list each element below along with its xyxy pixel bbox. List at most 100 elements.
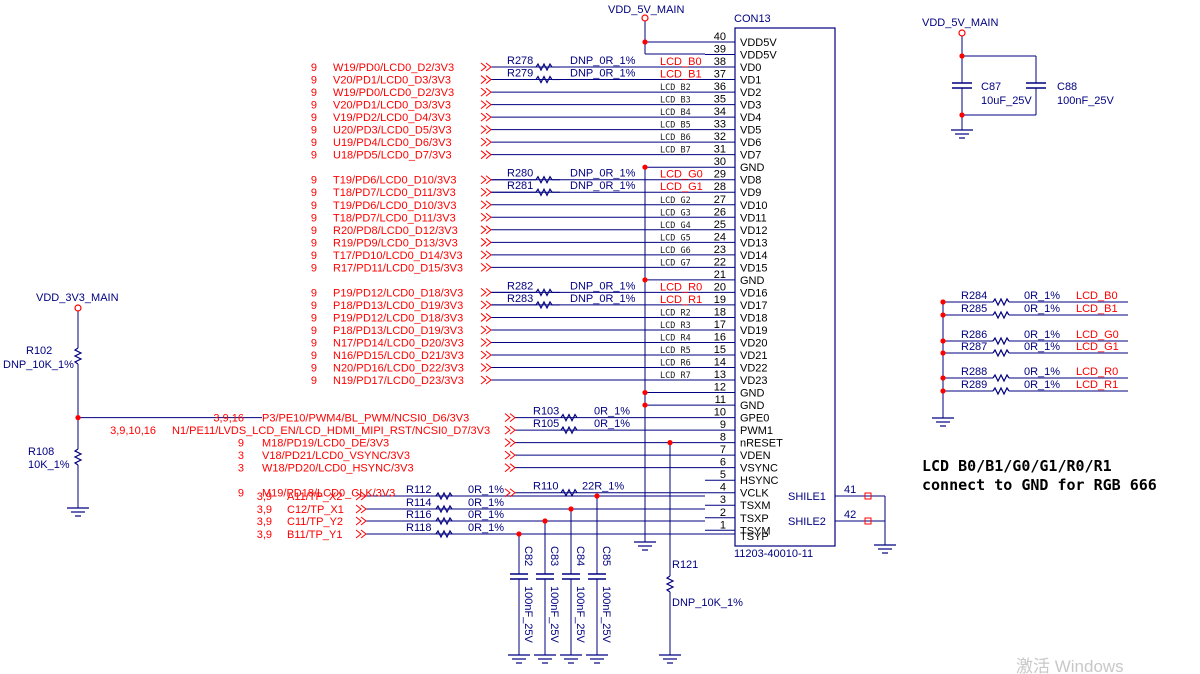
resistor-ref: R287 <box>961 341 987 353</box>
resistor-val: 0R_1% <box>594 418 630 430</box>
pin-name: VD13 <box>740 237 768 249</box>
net-sheet-ref: 9 <box>311 150 317 162</box>
net-label: P18/PD13/LCD0_D19/3V3 <box>333 325 463 337</box>
pin-name: VD4 <box>740 112 761 124</box>
off-sheet-connector <box>480 338 487 347</box>
vdd5v-power-symbol-connector <box>641 14 649 22</box>
net-wire-name: LCD_R7 <box>660 371 691 381</box>
labels-layer: CON13 11203-40010-11 VDD_5V_MAIN TSYP SH… <box>3 4 1157 674</box>
off-sheet-connector <box>485 62 492 72</box>
net-label: P19/PD12/LCD0_D18/3V3 <box>333 287 463 299</box>
off-sheet-connector <box>360 491 367 501</box>
junction-dot <box>959 53 965 59</box>
off-sheet-connector <box>485 313 492 322</box>
touch-sheet-ref: 3,9 <box>257 504 272 516</box>
pin-number: 16 <box>714 331 726 343</box>
off-sheet-connector <box>480 137 487 147</box>
off-sheet-connector <box>485 338 492 347</box>
cap-val: 100nF_25V <box>600 586 612 644</box>
off-sheet-connector <box>509 425 516 435</box>
resistor-val: 0R_1% <box>1024 379 1060 391</box>
resistor-symbol <box>560 413 578 422</box>
net-wire-name: LCD_G6 <box>660 246 691 256</box>
resistor-symbol <box>992 386 1010 396</box>
pin-number: 25 <box>714 219 726 231</box>
net-label: T17/PD10/LCD0_D14/3V3 <box>333 250 463 262</box>
resistor-ref: R114 <box>406 497 431 509</box>
cap-val: 100nF_25V <box>548 586 560 644</box>
pin-number: 9 <box>720 419 726 431</box>
pin-name: TSXP <box>740 513 769 525</box>
off-sheet-connector <box>485 112 492 122</box>
off-sheet-connector <box>485 300 492 310</box>
resistor-ref: R279 <box>507 68 533 80</box>
off-sheet-connector <box>480 288 487 297</box>
resistor-val: DNP_0R_1% <box>570 168 636 180</box>
ctrl-net-label: P3/PE10/PWM4/BL_PWM/NCSI0_D6/3V3 <box>262 413 469 425</box>
pin-name: VD23 <box>740 375 768 387</box>
pin-number: 5 <box>720 469 726 481</box>
off-sheet-connector <box>485 137 492 147</box>
off-sheet-connector <box>480 87 487 97</box>
net-sheet-ref: 9 <box>311 225 317 237</box>
net-label: R17/PD11/LCD0_D15/3V3 <box>333 262 463 274</box>
net-label: T19/PD6/LCD0_D10/3V3 <box>333 200 457 212</box>
resistor-val: 0R_1% <box>468 509 504 521</box>
resistor-ref: R103 <box>533 406 559 418</box>
pin-name: TSXM <box>740 500 771 512</box>
vdd5v-power-symbol-decoupling <box>958 29 966 37</box>
resistor-ref: R282 <box>507 280 533 292</box>
resistor-symbol <box>435 516 453 526</box>
net-label: W19/PD0/LCD0_D2/3V3 <box>333 62 454 74</box>
junction-dot <box>594 493 600 499</box>
pin-name: VD10 <box>740 200 768 212</box>
resistor-val: 22R_1% <box>582 481 624 493</box>
cap-val: 100nF_25V <box>522 586 534 644</box>
resistor-symbol <box>73 347 83 365</box>
resistor-val: DNP_0R_1% <box>570 280 636 292</box>
resistor-symbol <box>992 348 1010 358</box>
pin-name: VD7 <box>740 150 761 162</box>
net-sheet-ref: 9 <box>311 350 317 362</box>
resistor-ref: R289 <box>961 379 987 391</box>
pin-number: 30 <box>714 156 726 168</box>
pin-number: 35 <box>714 94 726 106</box>
c87-ref: C87 <box>981 81 1001 93</box>
off-sheet-connector <box>360 516 367 526</box>
off-sheet-connector <box>485 363 492 372</box>
touch-net-label: C12/TP_X1 <box>287 504 344 516</box>
pin-number: 22 <box>714 256 726 268</box>
off-sheet-connector <box>485 375 492 385</box>
pin-name: VD8 <box>740 175 761 187</box>
off-sheet-connector <box>485 262 492 272</box>
pin-number: 34 <box>714 106 726 118</box>
decoupling-net: VDD_5V_MAIN <box>922 17 998 29</box>
off-sheet-connector <box>480 313 487 322</box>
off-sheet-connector <box>485 225 492 235</box>
connector-ref: CON13 <box>734 13 771 25</box>
resistor-symbol <box>535 62 553 72</box>
resistor-ref: R105 <box>533 418 559 430</box>
c87-val: 10uF_25V <box>981 95 1032 107</box>
net-label: N20/PD16/LCD0_D22/3V3 <box>333 363 464 375</box>
off-sheet-connector <box>504 488 511 498</box>
pin-name: VD21 <box>740 350 768 362</box>
ctrl-net-label: M18/PD19/LCD0_DE/3V3 <box>262 438 389 450</box>
off-sheet-connector <box>480 375 487 385</box>
r108-ref: R108 <box>28 446 54 458</box>
cap-val: 100nF_25V <box>574 586 586 644</box>
resistor-symbol <box>73 448 83 466</box>
rgb-net-label: LCD_B1 <box>1076 303 1118 315</box>
rgb-net-label: LCD_G0 <box>1076 329 1119 341</box>
resistor-symbol <box>665 575 675 593</box>
r121-val: DNP_10K_1% <box>672 597 743 609</box>
pin-number: 23 <box>714 244 726 256</box>
net-sheet-ref: 9 <box>311 300 317 312</box>
off-sheet-connector <box>480 62 487 72</box>
pin-number: 26 <box>714 206 726 218</box>
pin-number: 39 <box>714 44 726 56</box>
pin-name: PWM1 <box>740 425 773 437</box>
resistor-symbol <box>535 75 553 84</box>
off-sheet-connector <box>509 438 516 448</box>
ctrl-net-label: N1/PE11/LVDS_LCD_EN/LCD_HDMI_MIPI_RST/NC… <box>172 425 490 437</box>
